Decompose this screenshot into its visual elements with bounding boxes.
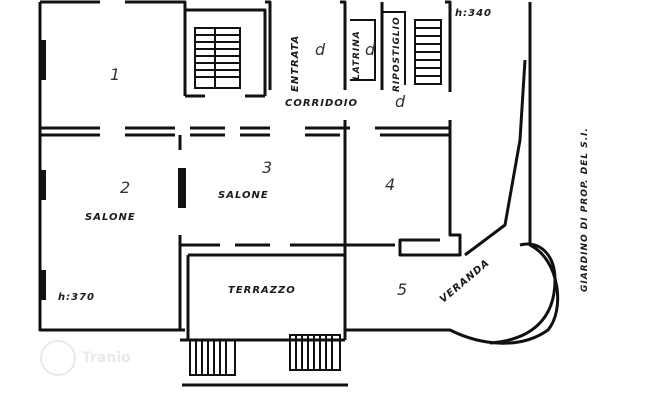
room-number-3: 3 bbox=[262, 158, 273, 177]
bottom-steps-outline bbox=[180, 338, 348, 387]
veranda-diagonal-wall bbox=[464, 59, 527, 257]
label-entrata: ENTRATA bbox=[290, 34, 301, 92]
latrina-walls bbox=[350, 11, 406, 85]
room-number-4: 4 bbox=[385, 175, 396, 194]
pillar bbox=[178, 168, 186, 208]
stair-room-walls bbox=[185, 8, 267, 98]
pillar bbox=[40, 270, 46, 300]
mark-d-latrina: d bbox=[365, 40, 376, 59]
side-note-giardino: GIARDINO DI PROP. DEL S.I. bbox=[580, 127, 590, 292]
veranda-bay bbox=[489, 242, 557, 345]
veranda-walls bbox=[345, 60, 560, 345]
pillar bbox=[40, 170, 46, 200]
label-latrina: LATRINA bbox=[352, 30, 362, 80]
stair-bottom-right bbox=[289, 334, 341, 371]
label-corridoio: CORRIDOIO bbox=[285, 98, 358, 109]
watermark: Tranio bbox=[40, 340, 131, 376]
stair-bottom-left bbox=[189, 339, 236, 376]
mark-d-corridoio: d bbox=[395, 92, 406, 111]
room-number-1: 1 bbox=[110, 65, 121, 84]
stair-top-left bbox=[194, 27, 241, 89]
label-salone-center: SALONE bbox=[218, 190, 269, 201]
mark-d-entrata: d bbox=[315, 40, 326, 59]
pillar bbox=[40, 40, 46, 80]
label-ripostiglio: RIPOSTIGLIO bbox=[392, 16, 402, 92]
watermark-text: Tranio bbox=[82, 350, 131, 366]
height-bottom-left: h:370 bbox=[58, 292, 95, 303]
room-number-5: 5 bbox=[397, 280, 408, 299]
room-number-2: 2 bbox=[120, 178, 131, 197]
label-terrazzo: TERRAZZO bbox=[228, 285, 296, 296]
terrazzo-walls bbox=[186, 253, 347, 340]
room-4-walls bbox=[398, 120, 462, 257]
watermark-logo-icon bbox=[40, 340, 76, 376]
label-salone-left: SALONE bbox=[85, 212, 136, 223]
height-top-right: h:340 bbox=[455, 8, 492, 19]
stair-top-right bbox=[414, 19, 442, 85]
